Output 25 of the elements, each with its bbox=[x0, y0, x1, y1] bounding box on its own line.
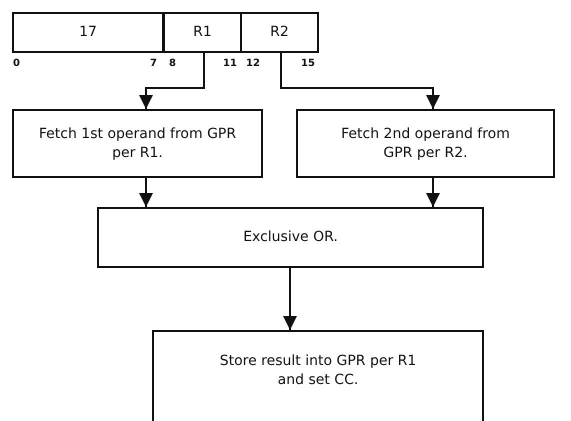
bit-position: 8 bbox=[169, 58, 176, 70]
process-box bbox=[12, 109, 263, 178]
node-text: Exclusive OR. bbox=[243, 228, 338, 247]
arrow bbox=[280, 53, 440, 109]
arrow bbox=[139, 178, 153, 207]
bit-position: 7 bbox=[150, 58, 157, 70]
arrow bbox=[283, 268, 297, 330]
node-text: Fetch 2nd operand from GPR per R2. bbox=[340, 124, 511, 162]
instruction-field bbox=[163, 12, 242, 53]
instruction-field bbox=[12, 12, 164, 53]
bit-position: 15 bbox=[301, 58, 315, 70]
process-box bbox=[296, 109, 555, 178]
node-text: R2 bbox=[270, 23, 289, 42]
instruction-field bbox=[240, 12, 319, 53]
process-box bbox=[152, 330, 484, 421]
node-text: 17 bbox=[79, 23, 97, 42]
bit-position: 0 bbox=[13, 58, 20, 70]
bit-position: 12 bbox=[246, 58, 260, 70]
node-text: Store result into GPR per R1 and set CC. bbox=[218, 352, 418, 390]
node-text: R1 bbox=[193, 23, 212, 42]
bit-position: 11 bbox=[223, 58, 237, 70]
process-box bbox=[97, 207, 484, 268]
node-text: Fetch 1st operand from GPR per R1. bbox=[38, 124, 238, 162]
arrow bbox=[426, 178, 440, 207]
arrow bbox=[139, 53, 205, 109]
